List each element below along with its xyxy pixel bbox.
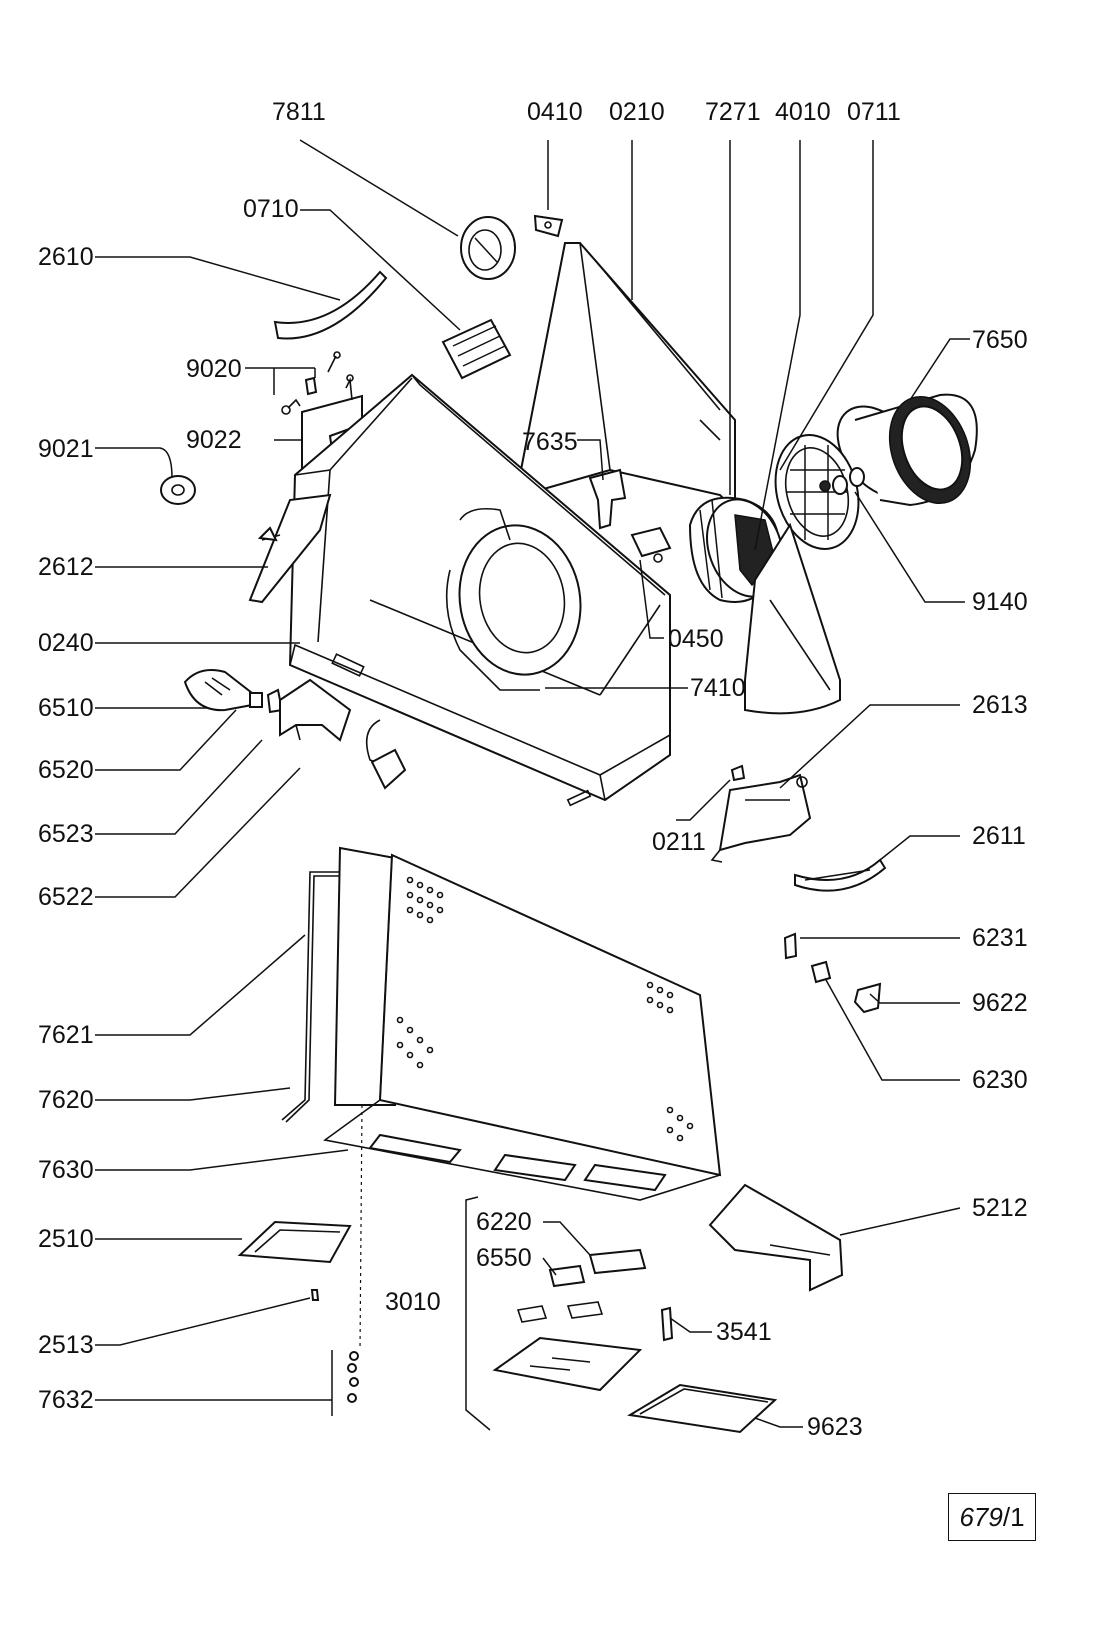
callout-0210: 0210 <box>609 98 665 126</box>
callout-7811: 7811 <box>272 98 326 126</box>
callout-5212: 5212 <box>972 1194 1028 1222</box>
leader-lines <box>95 139 970 1428</box>
callout-6522: 6522 <box>38 883 94 911</box>
callout-9022: 9022 <box>186 426 242 454</box>
callout-7410: 7410 <box>690 674 746 702</box>
alignment-line <box>359 1104 363 1351</box>
callout-2613: 2613 <box>972 691 1028 719</box>
callout-7635: 7635 <box>522 428 578 456</box>
part-7620 <box>333 846 396 1106</box>
part-2611 <box>794 858 887 892</box>
part-2613 <box>710 773 812 863</box>
part-9020 <box>281 351 341 415</box>
callout-6220: 6220 <box>476 1208 532 1236</box>
callout-2611: 2611 <box>972 822 1026 850</box>
callout-3010: 3010 <box>385 1288 441 1316</box>
part-9140 <box>832 467 865 495</box>
part-0450 <box>630 526 672 563</box>
part-6231 <box>783 932 798 960</box>
callout-6231: 6231 <box>972 924 1028 952</box>
part-0410 <box>533 214 564 238</box>
part-0711 <box>774 434 860 550</box>
reference-number: 679 <box>959 1501 1003 1532</box>
callout-0450: 0450 <box>668 625 724 653</box>
callout-9622: 9622 <box>972 989 1028 1017</box>
callout-6523: 6523 <box>38 820 94 848</box>
part-0211 <box>730 764 746 782</box>
callout-2513: 2513 <box>38 1331 94 1359</box>
part-2612 <box>248 493 332 604</box>
callout-7621: 7621 <box>38 1021 94 1049</box>
callout-9623: 9623 <box>807 1413 863 1441</box>
callout-7632: 7632 <box>38 1386 94 1414</box>
power-cord <box>365 719 407 790</box>
callout-7620: 7620 <box>38 1086 94 1114</box>
part-4010 <box>744 522 841 715</box>
callout-9140: 9140 <box>972 588 1028 616</box>
part-2513 <box>310 1289 320 1301</box>
part-5212 <box>708 1183 844 1292</box>
part-9623 <box>627 1383 778 1434</box>
callout-0410: 0410 <box>527 98 583 126</box>
callout-6230: 6230 <box>972 1066 1028 1094</box>
part-2610 <box>273 270 388 340</box>
callout-9021: 9021 <box>38 435 94 463</box>
part-9622 <box>853 982 882 1014</box>
sheet-reference: 679/1 <box>948 1493 1036 1541</box>
part-9021 <box>160 475 196 505</box>
part-7632 <box>331 1350 359 1416</box>
part-6230 <box>810 960 832 984</box>
part-0210 <box>518 242 736 513</box>
part-6220 <box>588 1248 647 1275</box>
reference-sheet: 1 <box>1010 1501 1025 1532</box>
part-0240 <box>288 373 671 807</box>
callout-0211: 0211 <box>652 828 706 856</box>
part-7811 <box>460 216 516 280</box>
part-6510 <box>183 669 263 712</box>
callout-4010: 4010 <box>775 98 831 126</box>
circuit-board <box>492 1336 643 1392</box>
callout-6510: 6510 <box>38 694 94 722</box>
switch-contacts <box>516 1301 604 1323</box>
bracket-3010 <box>465 1196 491 1431</box>
callout-0710: 0710 <box>243 195 299 223</box>
callout-2612: 2612 <box>38 553 94 581</box>
callout-6520: 6520 <box>38 756 94 784</box>
callout-7650: 7650 <box>972 326 1028 354</box>
part-7621 <box>281 871 340 1123</box>
callout-0711: 0711 <box>847 98 901 126</box>
callout-7271: 7271 <box>705 98 761 126</box>
part-3541 <box>660 1306 674 1342</box>
part-7635 <box>588 468 627 530</box>
callout-2510: 2510 <box>38 1225 94 1253</box>
part-2510 <box>237 1220 352 1264</box>
callout-9020: 9020 <box>186 355 242 383</box>
part-6522 <box>279 678 352 742</box>
part-0710 <box>441 318 512 380</box>
callout-2610: 2610 <box>38 243 94 271</box>
part-7630 <box>323 853 722 1201</box>
callout-6550: 6550 <box>476 1244 532 1272</box>
callout-3541: 3541 <box>716 1318 772 1346</box>
reference-separator: / <box>1002 1501 1011 1532</box>
callout-0240: 0240 <box>38 629 94 657</box>
part-6550 <box>548 1264 586 1288</box>
callout-7630: 7630 <box>38 1156 94 1184</box>
